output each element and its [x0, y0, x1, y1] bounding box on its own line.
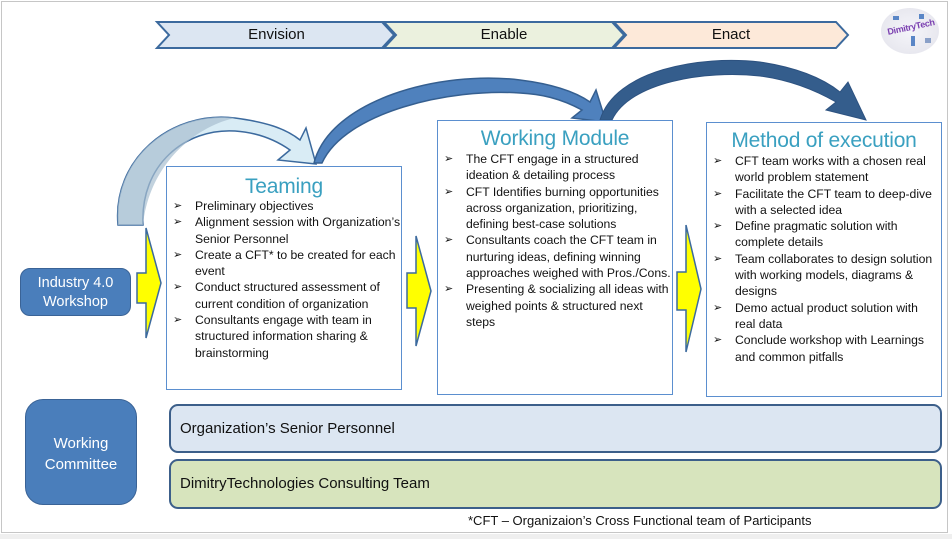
industry-workshop-line1: Industry 4.0	[37, 275, 114, 291]
teaming-bullets: Preliminary objectives Alignment session…	[167, 198, 401, 361]
yellow-arrow-3[interactable]	[676, 224, 702, 353]
bottom-strip	[0, 534, 952, 539]
phase-label-envision: Envision	[248, 26, 305, 43]
phase-label-enact: Enact	[711, 26, 751, 43]
dimitrytech-logo[interactable]: DimitryTech	[881, 8, 939, 54]
phase-label-enable: Enable	[480, 26, 528, 43]
teaming-box: Teaming Preliminary objectives Alignment…	[166, 166, 402, 390]
yellow-arrow-1[interactable]	[136, 227, 162, 339]
working-committee-line1: Working	[53, 435, 109, 452]
senior-personnel-band[interactable]: Organization’s Senior Personnel	[169, 404, 942, 453]
industry-workshop-line2: Workshop	[42, 294, 108, 310]
method-of-execution-box: Method of execution CFT team works with …	[706, 122, 942, 397]
list-item: Create a CFT* to be created for each eve…	[167, 247, 401, 280]
list-item: Facilitate the CFT team to deep-dive wit…	[707, 186, 941, 219]
method-of-execution-bullets: CFT team works with a chosen real world …	[707, 153, 941, 365]
curved-arrow-shadow	[117, 117, 235, 225]
logo-graphic-icon	[919, 14, 924, 19]
working-committee-pill[interactable]: Working Committee	[25, 399, 137, 505]
logo-graphic-icon	[911, 36, 915, 46]
cft-footnote: *CFT – Organizaion’s Cross Functional te…	[468, 513, 812, 528]
phase-chevron-enable[interactable]	[381, 21, 626, 49]
curved-arrow-to-method-of-execution	[599, 59, 867, 121]
list-item: The CFT engage in a structured ideation …	[438, 151, 672, 184]
teaming-title: Teaming	[245, 175, 323, 198]
working-module-title: Working Module	[480, 127, 630, 150]
list-item: CFT Identifies burning opportunities acr…	[438, 184, 672, 233]
list-item: Demo actual product solution with real d…	[707, 300, 941, 333]
consulting-team-band[interactable]: DimitryTechnologies Consulting Team	[169, 459, 942, 509]
method-of-execution-title: Method of execution	[731, 129, 917, 152]
list-item: Conduct structured assessment of current…	[167, 279, 401, 312]
logo-text: DimitryTech	[886, 17, 936, 37]
list-item: Presenting & socializing all ideas with …	[438, 281, 672, 330]
logo-graphic-icon	[925, 38, 931, 43]
list-item: Define pragmatic solution with complete …	[707, 218, 941, 251]
industry-workshop-pill[interactable]: Industry 4.0 Workshop	[20, 268, 131, 316]
yellow-arrow-2[interactable]	[406, 235, 432, 347]
working-module-bullets: The CFT engage in a structured ideation …	[438, 151, 672, 330]
working-committee-line2: Committee	[44, 456, 118, 473]
list-item: Preliminary objectives	[167, 198, 401, 215]
list-item: Alignment session with Organization’s Se…	[167, 214, 401, 247]
phase-chevron-envision[interactable]	[154, 21, 396, 49]
logo-graphic-icon	[893, 16, 899, 20]
working-module-box: Working Module The CFT engage in a struc…	[437, 120, 673, 395]
list-item: Conclude workshop with Learnings and com…	[707, 332, 941, 365]
list-item: CFT team works with a chosen real world …	[707, 153, 941, 186]
phase-chevron-enact[interactable]	[611, 21, 850, 49]
list-item: Consultants coach the CFT team in nurtur…	[438, 232, 672, 281]
list-item: Team collaborates to design solution wit…	[707, 251, 941, 300]
list-item: Consultants engage with team in structur…	[167, 312, 401, 361]
